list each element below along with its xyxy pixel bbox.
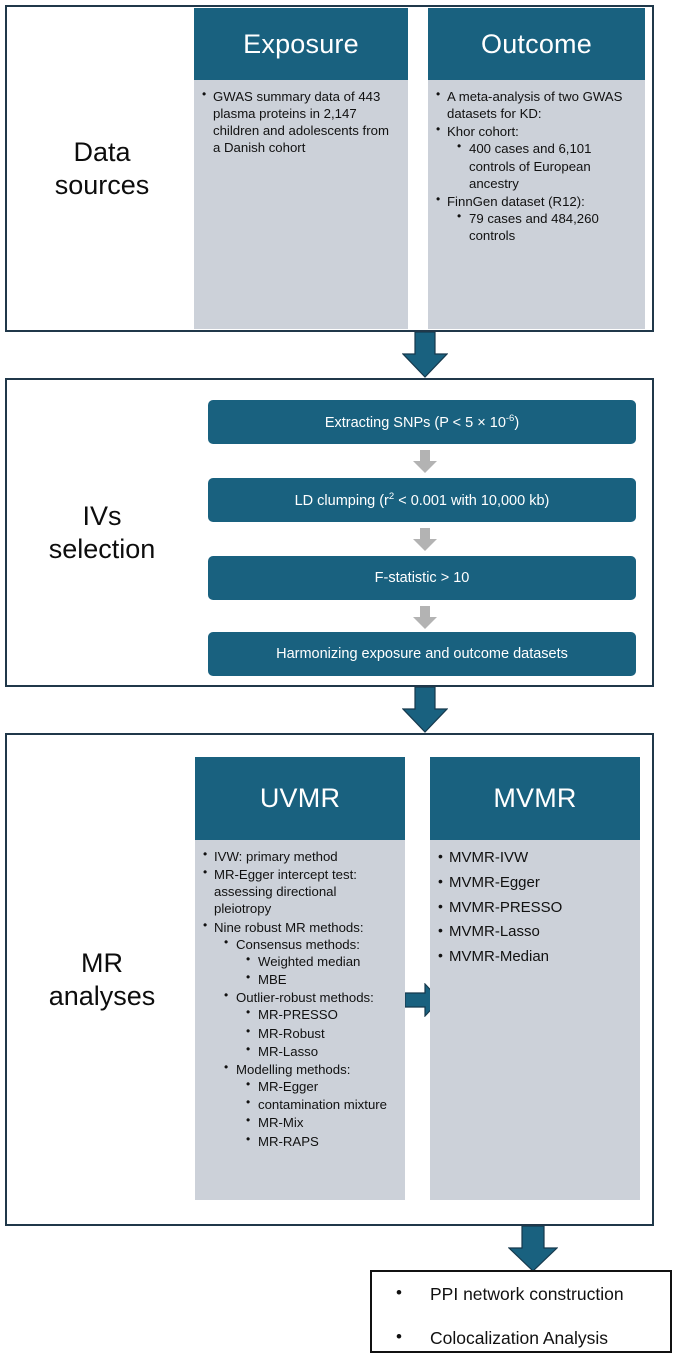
column-body-outcome: A meta-analysis of two GWAS datasets for… [428,80,645,329]
list-item: Weighted median [246,952,395,970]
list-item: A meta-analysis of two GWAS datasets for… [436,87,635,122]
stage-label-data-sources: Data sources [12,5,192,332]
list-item: MR-Robust [246,1024,395,1042]
list-item: MR-Egger [246,1077,395,1095]
column-header-mvmr: MVMR [430,757,640,840]
list-item-text: Outlier-robust methods: [236,990,374,1006]
column-header-uvmr: UVMR [195,757,405,840]
arrow-down-to-ivs [402,332,448,378]
stage-label-ivs-selection: IVs selection [12,378,192,687]
list-item: Nine robust MR methods: Consensus method… [203,918,395,1150]
list-item: MVMR-IVW [438,847,630,868]
list-item: MR-Egger intercept test: assessing direc… [203,865,395,917]
stage-label-mr-analyses-text: MR analyses [48,947,156,1011]
step-f-statistic-text: F-statistic > 10 [374,570,470,586]
stage-label-data-sources-text: Data sources [54,136,150,200]
list-item-text: FinnGen dataset (R12): [447,193,585,209]
list-item: Colocalization Analysis [390,1326,660,1350]
list-item: MBE [246,970,395,988]
list-item: PPI network construction [390,1282,660,1306]
list-item: Outlier-robust methods: MR-PRESSO MR-Rob… [224,988,395,1060]
arrow-down-to-final [508,1226,558,1272]
list-item: MR-Lasso [246,1042,395,1060]
final-outcome-box: PPI network construction Colocalization … [370,1270,672,1353]
list-item: Khor cohort: 400 cases and 6,101 control… [436,122,635,192]
step-extracting-snps: Extracting SNPs (P < 5 × 10-6) [208,400,636,444]
step-ld-clumping: LD clumping (r2 < 0.001 with 10,000 kb) [208,478,636,522]
arrow-down-small-1 [413,450,437,473]
column-header-uvmr-text: UVMR [259,783,341,813]
list-item: MR-RAPS [246,1131,395,1150]
list-item: MVMR-Egger [438,872,630,893]
step-f-statistic: F-statistic > 10 [208,556,636,600]
list-item-text: Nine robust MR methods: [214,919,364,935]
column-header-mvmr-text: MVMR [493,783,577,813]
arrow-down-small-2 [413,528,437,551]
list-item: MVMR-Lasso [438,921,630,942]
list-item: Modelling methods: MR-Egger contaminatio… [224,1060,395,1150]
list-item: contamination mixture [246,1095,395,1113]
column-body-mvmr: MVMR-IVW MVMR-Egger MVMR-PRESSO MVMR-Las… [430,840,640,1200]
column-body-uvmr: IVW: primary method MR-Egger intercept t… [195,840,405,1200]
arrow-down-to-mr [402,687,448,733]
column-body-exposure: GWAS summary data of 443 plasma proteins… [194,80,408,329]
list-item: FinnGen dataset (R12): 79 cases and 484,… [436,192,635,244]
step-extracting-snps-text: Extracting SNPs (P < 5 × 10-6) [324,413,520,431]
list-item: MR-PRESSO [246,1005,395,1023]
arrow-down-small-3 [413,606,437,629]
list-item: MVMR-PRESSO [438,897,630,918]
column-header-outcome-text: Outcome [481,28,592,59]
list-item: GWAS summary data of 443 plasma proteins… [202,87,398,157]
list-item-text: Khor cohort: [447,124,519,140]
list-item: IVW: primary method [203,847,395,865]
list-item: MR-Mix [246,1113,395,1131]
list-item-text: Consensus methods: [236,936,360,952]
stage-label-ivs-selection-text: IVs selection [48,500,156,564]
list-item: 79 cases and 484,260 controls [457,209,635,244]
list-item: Consensus methods: Weighted median MBE [224,935,395,988]
column-header-outcome: Outcome [428,8,645,80]
step-ld-clumping-text: LD clumping (r2 < 0.001 with 10,000 kb) [294,491,550,509]
column-header-exposure: Exposure [194,8,408,80]
list-item: MVMR-Median [438,946,630,967]
step-harmonizing-text: Harmonizing exposure and outcome dataset… [276,646,568,662]
list-item: 400 cases and 6,101 controls of European… [457,139,635,191]
column-header-exposure-text: Exposure [243,28,359,59]
step-harmonizing: Harmonizing exposure and outcome dataset… [208,632,636,676]
list-item-text: Modelling methods: [236,1061,351,1077]
stage-label-mr-analyses: MR analyses [12,733,192,1226]
